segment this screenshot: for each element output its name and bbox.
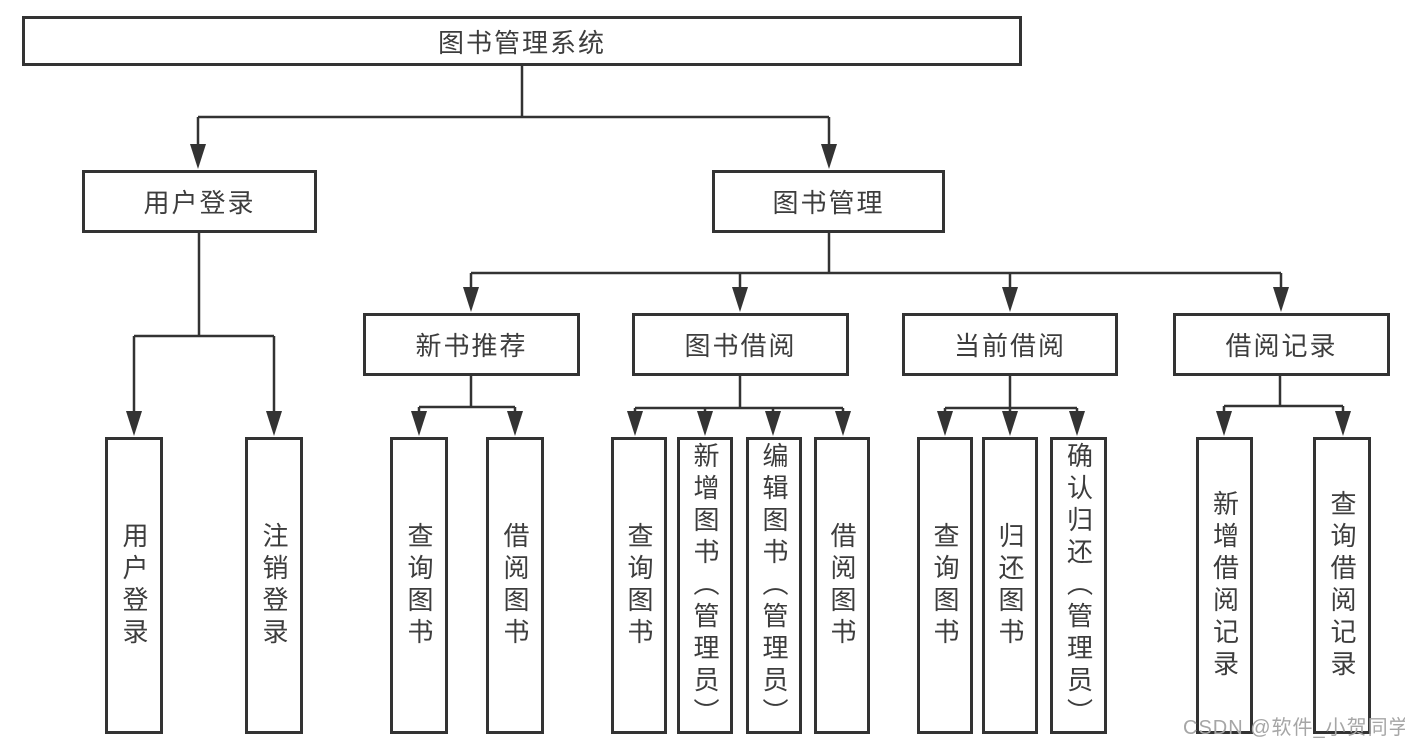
node-leaf-edit-book-admin: 编辑图书（管理员） <box>746 437 802 734</box>
node-label: 编辑图书（管理员） <box>759 441 789 730</box>
node-leaf-return-books: 归还图书 <box>982 437 1038 734</box>
node-label: 归还图书 <box>995 521 1025 650</box>
node-current-borrowing: 当前借阅 <box>902 313 1118 376</box>
node-leaf-user-login: 用户登录 <box>105 437 163 734</box>
node-label: 借阅图书 <box>827 521 857 650</box>
node-label: 用户登录 <box>143 188 256 218</box>
node-leaf-query-books-borrowing: 查询图书 <box>611 437 667 734</box>
node-leaf-logout: 注销登录 <box>245 437 303 734</box>
node-leaf-query-borrow-record: 查询借阅记录 <box>1313 437 1371 734</box>
node-label: 用户登录 <box>119 521 149 650</box>
node-new-book-recommendation: 新书推荐 <box>363 313 580 376</box>
node-label: 图书管理 <box>772 188 885 218</box>
node-leaf-query-books-current: 查询图书 <box>917 437 973 734</box>
node-leaf-query-books-recommend: 查询图书 <box>390 437 448 734</box>
node-label: 新书推荐 <box>415 331 528 361</box>
node-label: 图书借阅 <box>684 331 797 361</box>
node-label: 新增图书（管理员） <box>690 441 720 730</box>
node-book-borrowing: 图书借阅 <box>632 313 849 376</box>
csdn-watermark: CSDN @软件_小贺同学 <box>1183 717 1405 739</box>
node-library-management-system: 图书管理系统 <box>22 16 1022 66</box>
node-label: 查询图书 <box>624 521 654 650</box>
node-label: 查询借阅记录 <box>1327 489 1357 682</box>
node-label: 新增借阅记录 <box>1209 489 1240 682</box>
node-label: 确认归还（管理员） <box>1063 441 1094 730</box>
node-label: 查询图书 <box>930 521 960 650</box>
node-leaf-add-borrow-record: 新增借阅记录 <box>1196 437 1253 734</box>
node-label: 当前借阅 <box>953 331 1066 361</box>
node-leaf-confirm-return-admin: 确认归还（管理员） <box>1050 437 1107 734</box>
node-borrowing-records: 借阅记录 <box>1173 313 1390 376</box>
node-user-login: 用户登录 <box>82 170 317 233</box>
node-leaf-add-book-admin: 新增图书（管理员） <box>677 437 733 734</box>
node-leaf-borrow-books: 借阅图书 <box>814 437 870 734</box>
node-label: 图书管理系统 <box>437 27 606 58</box>
node-label: 注销登录 <box>259 521 289 650</box>
node-label: 借阅图书 <box>500 521 530 650</box>
node-label: 查询图书 <box>404 521 434 650</box>
node-book-management: 图书管理 <box>712 170 945 233</box>
node-label: 借阅记录 <box>1225 331 1338 361</box>
node-leaf-borrow-books-recommend: 借阅图书 <box>486 437 544 734</box>
